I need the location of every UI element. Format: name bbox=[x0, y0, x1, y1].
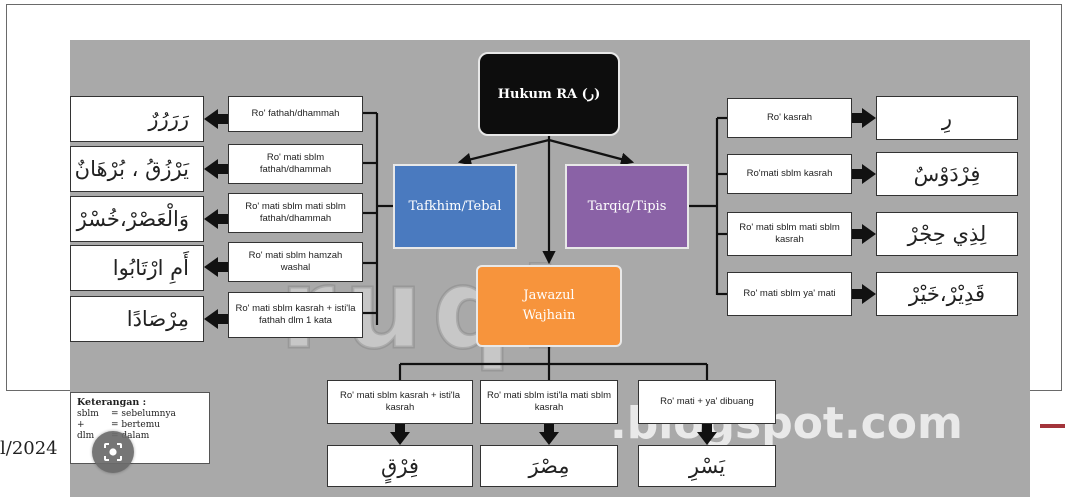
jawaz-example-1: فِرْقٍ bbox=[327, 445, 473, 487]
tarqiq-example-3: لِذِي حِجْرْ bbox=[876, 212, 1018, 256]
lens-icon bbox=[104, 443, 122, 461]
jawaz-rule-1: Ro' mati sblm kasrah + isti'la kasrah bbox=[327, 380, 473, 424]
tafkhim-example-1: رَرَرُرٌ bbox=[70, 96, 204, 142]
connector-lines bbox=[204, 108, 876, 445]
tafkhim-rule-1: Ro' fathah/dhammah bbox=[228, 96, 363, 132]
tarqiq-rule-4: Ro' mati sblm ya' mati bbox=[727, 272, 852, 316]
tarqiq-example-2: فِرْدَوْسٌ bbox=[876, 152, 1018, 196]
tarqiq-rule-2: Ro'mati sblm kasrah bbox=[727, 154, 852, 194]
legend-key: dlm bbox=[77, 431, 95, 441]
legend-key: + bbox=[77, 420, 85, 430]
hukum-ra-node: Hukum RA (ر) bbox=[478, 52, 620, 136]
tarqiq-rule-1: Ro' kasrah bbox=[727, 98, 852, 138]
legend-row: sblm = sebelumnya bbox=[77, 409, 203, 420]
tafkhim-example-4: أَمِ ارْتَابُوا bbox=[70, 245, 204, 291]
footer-accent-line bbox=[1040, 424, 1065, 428]
tafkhim-rule-5: Ro' mati sblm kasrah + isti'la fathah dl… bbox=[228, 292, 363, 338]
legend-box: Keterangan : sblm = sebelumnya + = berte… bbox=[70, 392, 210, 464]
tafkhim-example-2: يَرْزُقُ ، بُرْهَانٌ bbox=[70, 146, 204, 192]
diagram-image: ruqi .blogspot.com bbox=[70, 40, 1030, 497]
tafkhim-example-3: وَالْعَصْرْ،خُسْرْ bbox=[70, 196, 204, 242]
tafkhim-rule-3: Ro' mati sblm mati sblm fathah/dhammah bbox=[228, 193, 363, 233]
jawaz-rule-2: Ro' mati sblm isti'la mati sblm kasrah bbox=[480, 380, 618, 424]
legend-value: = bertemu bbox=[111, 420, 161, 430]
tafkhim-rule-2: Ro' mati sblm fathah/dhammah bbox=[228, 144, 363, 184]
legend-title: Keterangan : bbox=[77, 397, 147, 408]
footer-date: l/2024 bbox=[0, 438, 58, 459]
tarqiq-rule-3: Ro' mati sblm mati sblm kasrah bbox=[727, 212, 852, 256]
lens-search-button[interactable] bbox=[92, 431, 134, 473]
tafkhim-example-5: مِرْصَادًا bbox=[70, 296, 204, 342]
legend-value: = dalam bbox=[111, 431, 150, 441]
tarqiq-node: Tarqiq/Tipis bbox=[565, 164, 689, 249]
tafkhim-node: Tafkhim/Tebal bbox=[393, 164, 517, 249]
tarqiq-example-1: رِ bbox=[876, 96, 1018, 140]
tarqiq-example-4: قَدِيْرْ،خَيْرْ bbox=[876, 272, 1018, 316]
legend-value: = sebelumnya bbox=[111, 409, 176, 419]
jawaz-example-3: يَسْرِ bbox=[638, 445, 776, 487]
jawaz-line-1: Jawazul bbox=[523, 288, 575, 303]
legend-row: + = bertemu bbox=[77, 420, 203, 431]
tafkhim-rule-4: Ro' mati sblm hamzah washal bbox=[228, 242, 363, 282]
jawazul-wajhain-node: Jawazul Wajhain bbox=[476, 265, 622, 347]
legend-row: dlm = dalam bbox=[77, 431, 203, 442]
jawaz-rule-3: Ro' mati + ya' dibuang bbox=[638, 380, 776, 424]
jawaz-line-2: Wajhain bbox=[522, 308, 576, 323]
jawaz-example-2: مِصْرَ bbox=[480, 445, 618, 487]
legend-key: sblm bbox=[77, 409, 99, 419]
